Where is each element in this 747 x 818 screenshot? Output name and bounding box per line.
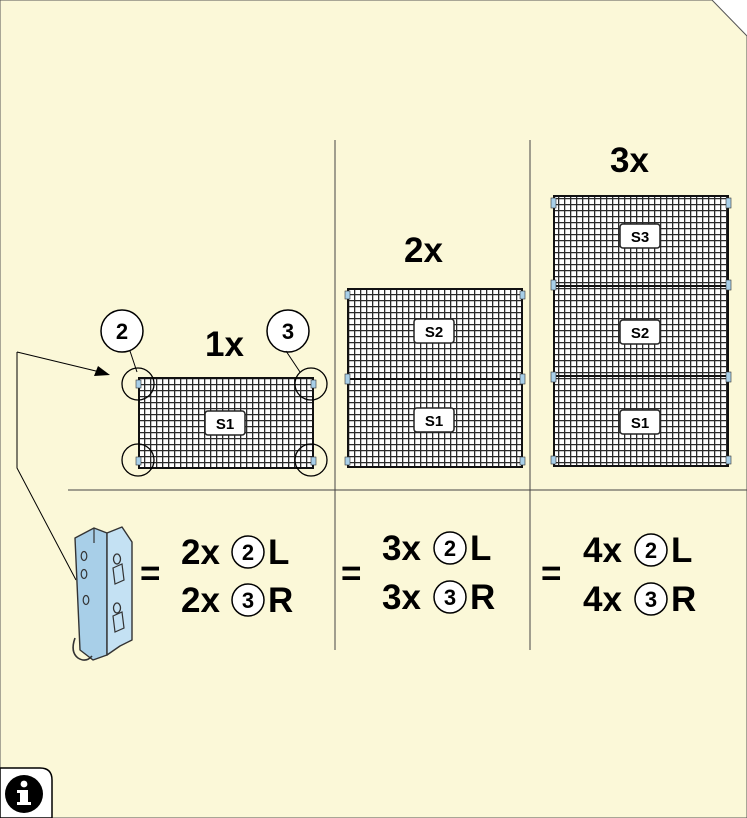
formula-side: L — [671, 531, 692, 570]
shelf-label: S3 — [631, 229, 649, 246]
formula-side: R — [268, 581, 293, 620]
formula-side: L — [470, 529, 491, 568]
detail-circle-top-right — [294, 367, 328, 401]
formula-row2-col3: 4x 3 R — [583, 580, 696, 619]
formula-row1-col2: 3x 2 L — [382, 529, 491, 568]
formula-side: L — [268, 533, 289, 572]
shelf-label: S1 — [631, 415, 649, 432]
formula-qty: 3x — [382, 578, 421, 617]
formula-qty: 3x — [382, 529, 421, 568]
shelf-s1-col2: S1 — [344, 373, 526, 468]
shelf-label: S2 — [631, 325, 649, 342]
formula-qty: 2x — [181, 533, 220, 572]
equals-sign: = — [341, 554, 361, 593]
shelf-label: S2 — [425, 324, 443, 341]
shelf-s1-col3: S1 — [550, 371, 732, 467]
formula-qty: 2x — [181, 581, 220, 620]
shelf-s1-col1: S1 — [135, 377, 317, 469]
detail-circle-top-left — [121, 367, 155, 401]
count-label-2x: 2x — [404, 231, 443, 270]
formula-qty: 4x — [583, 531, 622, 570]
formula-side: R — [470, 578, 495, 617]
formula-part: 2 — [242, 540, 254, 565]
formula-row1-col3: 4x 2 L — [583, 531, 692, 570]
formula-part: 2 — [645, 538, 657, 563]
shelf-s2-col2: S2 — [344, 288, 526, 380]
equals-sign: = — [541, 554, 561, 593]
formula-part: 3 — [444, 585, 456, 610]
shelf-label: S1 — [216, 416, 234, 433]
info-icon[interactable] — [0, 767, 53, 818]
svg-text:3: 3 — [282, 319, 294, 344]
formula-part: 2 — [444, 536, 456, 561]
svg-text:2: 2 — [116, 319, 128, 344]
shelf-s2-col3: S2 — [550, 279, 732, 377]
callout-part-2: 2 — [100, 309, 144, 353]
formula-part: 3 — [242, 588, 254, 613]
count-label-1x: 1x — [205, 325, 244, 364]
callout-part-3: 3 — [266, 309, 310, 353]
formula-part: 3 — [645, 587, 657, 612]
bracket-clip-icon — [72, 526, 133, 661]
formula-row2-col1: 2x 3 R — [181, 581, 293, 620]
shelf-label: S1 — [425, 413, 443, 430]
formula-row1-col1: 2x 2 L — [181, 533, 289, 572]
count-label-3x: 3x — [610, 141, 649, 180]
equals-sign: = — [140, 554, 160, 593]
leader-arrow — [16, 351, 110, 581]
formula-qty: 4x — [583, 580, 622, 619]
formula-side: R — [671, 580, 696, 619]
detail-circle-bottom-left — [121, 443, 155, 477]
shelf-s3-col3: S3 — [550, 195, 732, 287]
formula-row2-col2: 3x 3 R — [382, 578, 495, 617]
detail-circle-bottom-right — [294, 443, 328, 477]
